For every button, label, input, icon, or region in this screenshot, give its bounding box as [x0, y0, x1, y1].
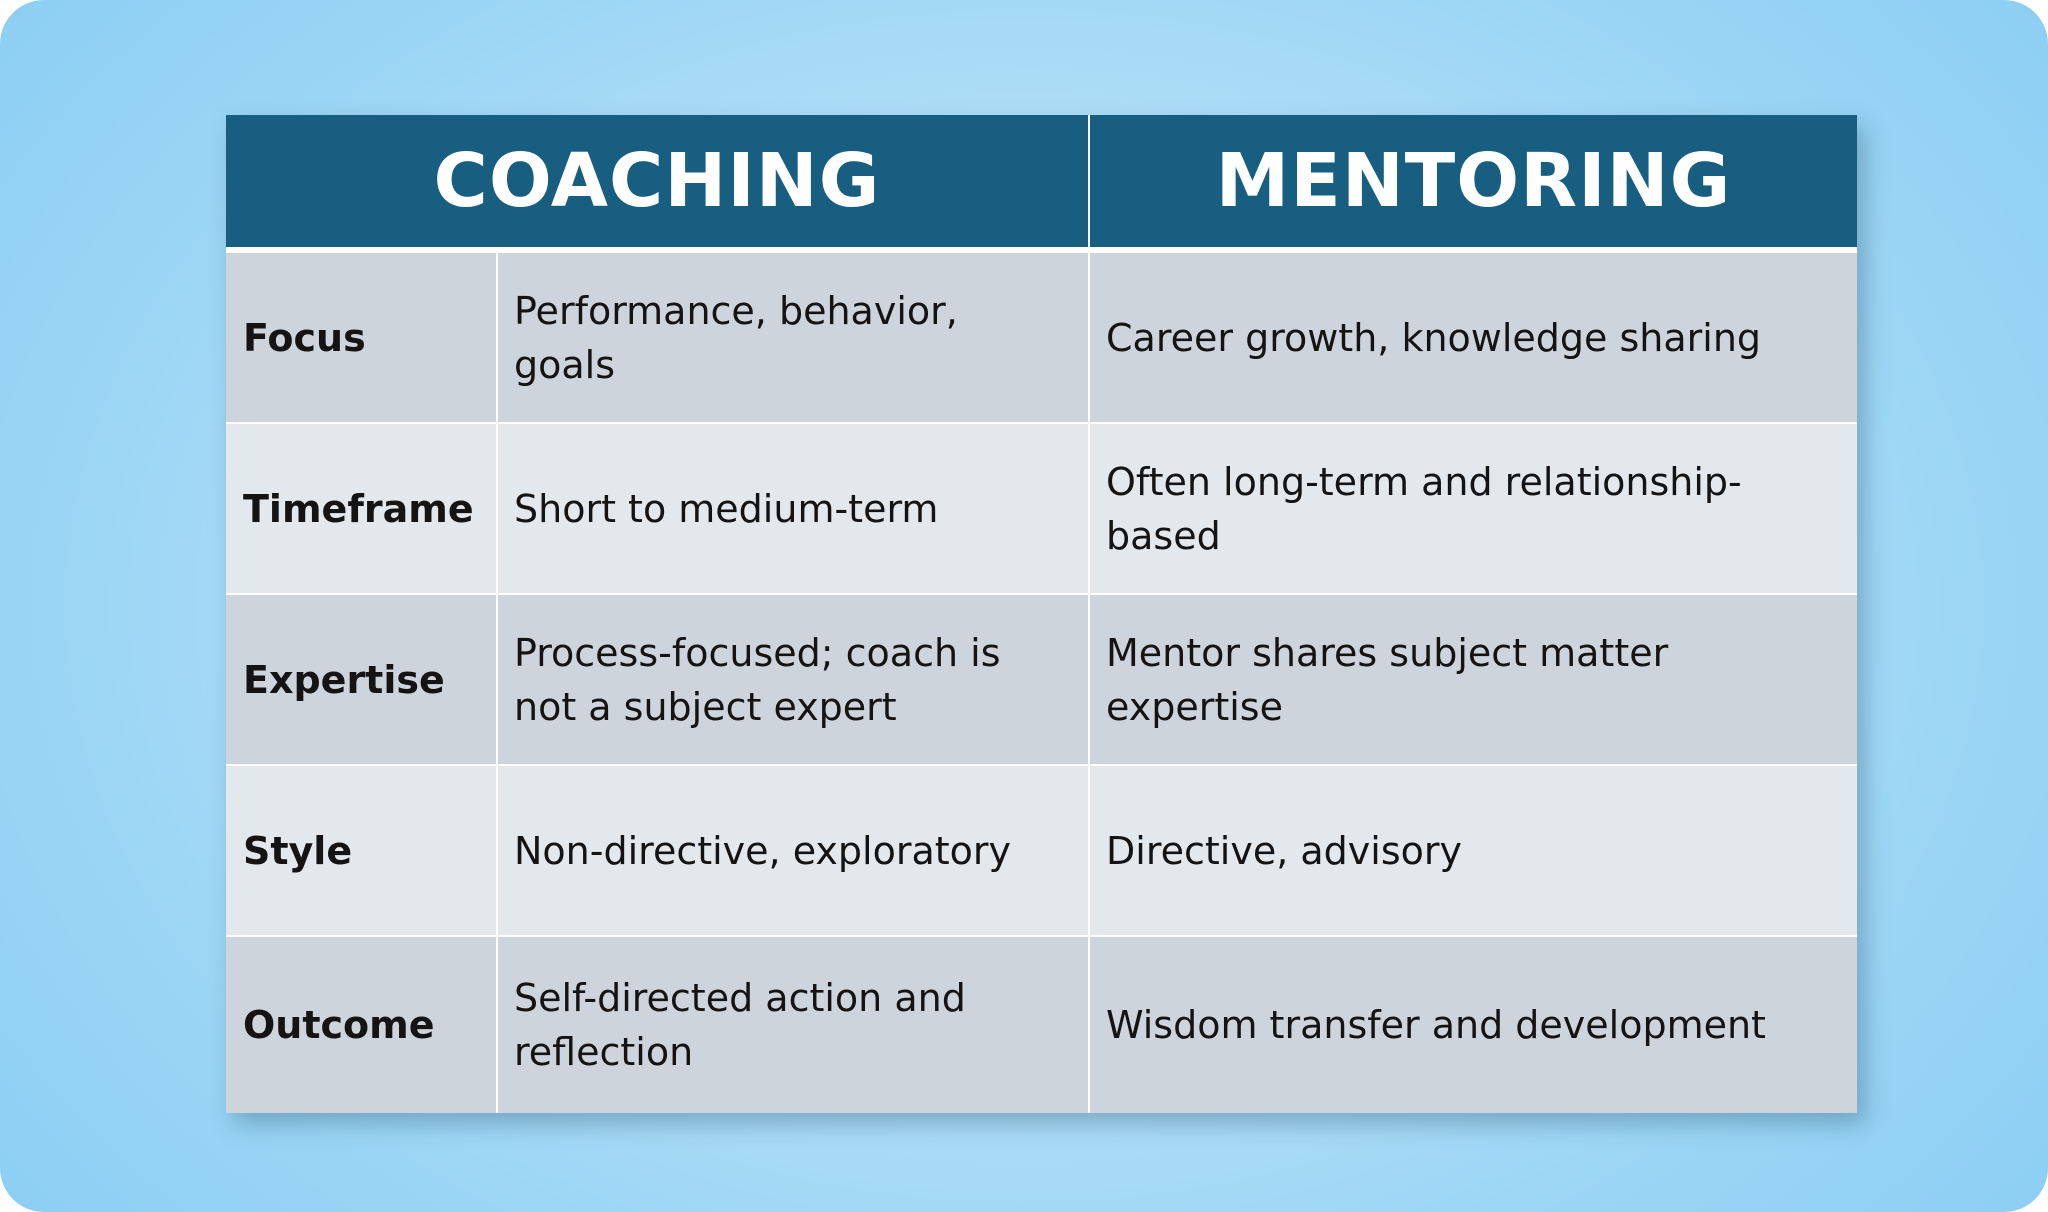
row-label-outcome: Outcome [226, 937, 498, 1113]
comparison-table: COACHING MENTORING Focus Performance, be… [226, 115, 1857, 1113]
mentoring-focus-cell: Career growth, knowledge sharing [1090, 253, 1857, 424]
row-label-focus: Focus [226, 253, 498, 424]
coaching-timeframe-cell: Short to medium-term [498, 424, 1090, 595]
row-label-timeframe: Timeframe [226, 424, 498, 595]
row-label-style: Style [226, 766, 498, 937]
mentoring-expertise-cell: Mentor shares subject matter expertise [1090, 595, 1857, 766]
coaching-outcome-cell: Self-directed action and reflection [498, 937, 1090, 1113]
comparison-table-grid: COACHING MENTORING Focus Performance, be… [226, 115, 1857, 1113]
coaching-style-cell: Non-directive, exploratory [498, 766, 1090, 937]
row-label-expertise: Expertise [226, 595, 498, 766]
mentoring-outcome-cell: Wisdom transfer and development [1090, 937, 1857, 1113]
mentoring-style-cell: Directive, advisory [1090, 766, 1857, 937]
header-mentoring: MENTORING [1090, 115, 1857, 253]
header-coaching: COACHING [226, 115, 1090, 253]
coaching-focus-cell: Performance, behavior, goals [498, 253, 1090, 424]
mentoring-timeframe-cell: Often long-term and relationship-based [1090, 424, 1857, 595]
coaching-expertise-cell: Process-focused; coach is not a subject … [498, 595, 1090, 766]
